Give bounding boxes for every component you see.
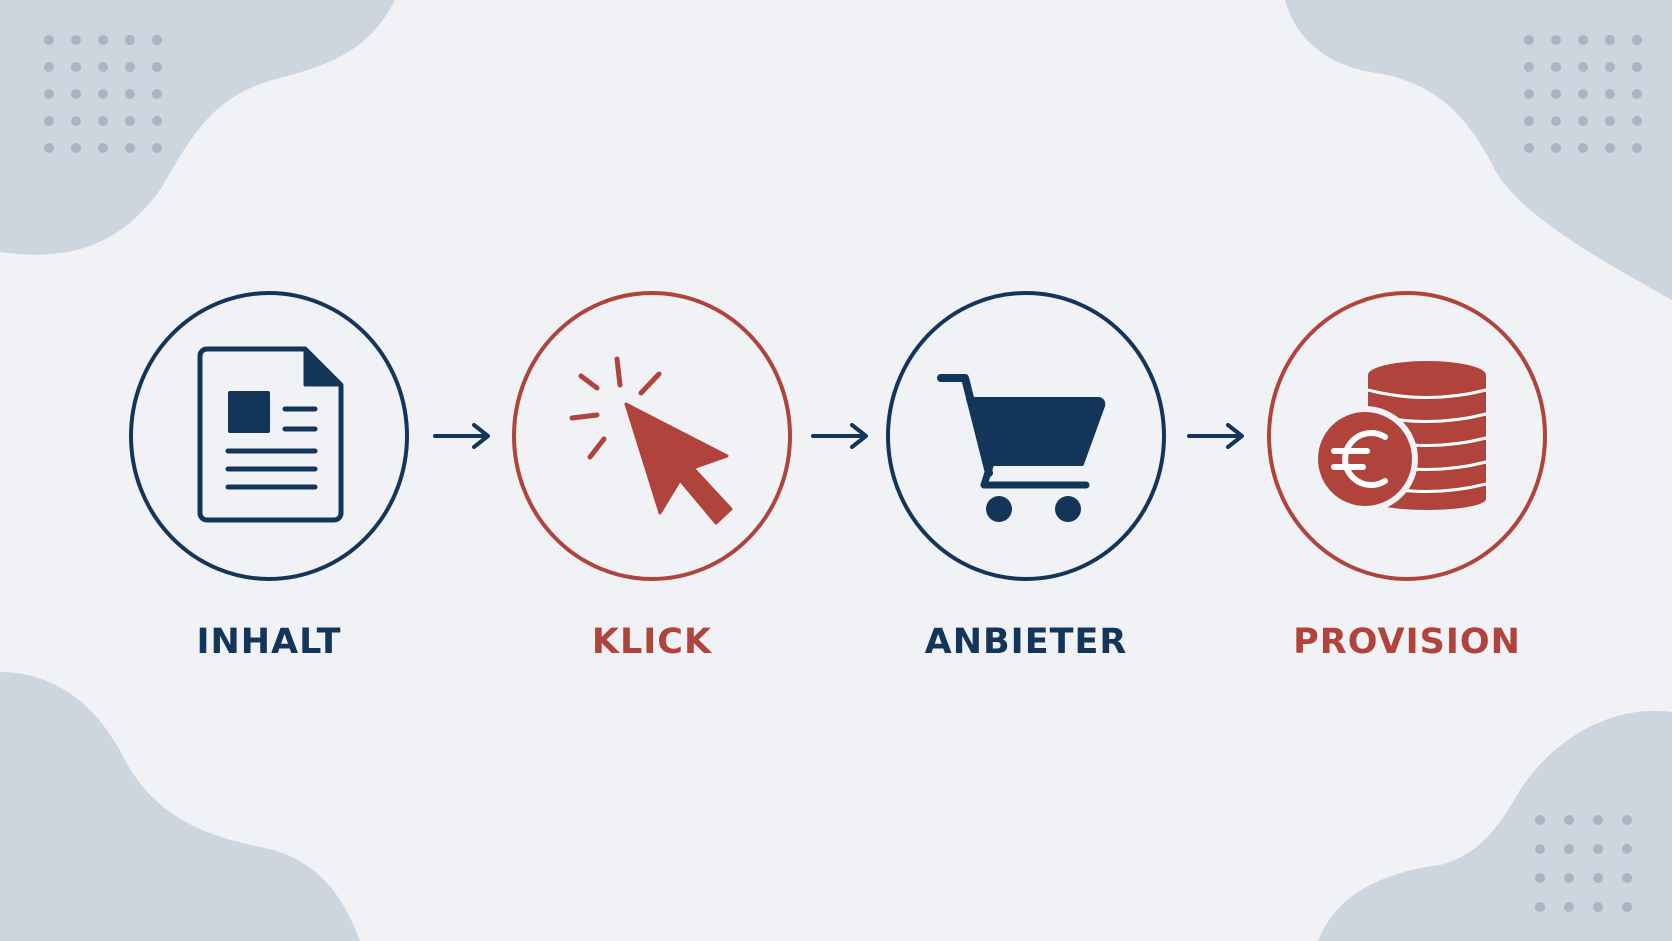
step-ring <box>512 291 792 581</box>
dot-grid-top-right <box>1524 35 1642 153</box>
decorative-dot <box>152 62 162 72</box>
decorative-dot <box>1605 62 1615 72</box>
decorative-dot <box>1578 62 1588 72</box>
decorative-dot <box>1551 116 1561 126</box>
step-label-provision: PROVISION <box>1293 622 1521 662</box>
step-anbieter: ANBIETER <box>876 289 1176 689</box>
decorative-dot <box>152 116 162 126</box>
decorative-dot <box>1622 815 1632 825</box>
decorative-dot <box>1605 143 1615 153</box>
decorative-dot <box>1578 143 1588 153</box>
decorative-dot <box>1622 873 1632 883</box>
decorative-dot <box>1551 35 1561 45</box>
bottom-right-blob <box>1318 710 1672 941</box>
decorative-dot <box>1593 815 1603 825</box>
decorative-dot <box>1564 902 1574 912</box>
step-ring <box>1267 291 1547 581</box>
decorative-dot <box>71 35 81 45</box>
decorative-dot <box>1564 844 1574 854</box>
decorative-dot <box>125 62 135 72</box>
decorative-dot <box>1535 815 1545 825</box>
decorative-dot <box>152 143 162 153</box>
decorative-dot <box>152 35 162 45</box>
decorative-dot <box>71 62 81 72</box>
decorative-dot <box>98 62 108 72</box>
decorative-dot <box>1622 844 1632 854</box>
step-ring <box>129 291 409 581</box>
decorative-dot <box>1632 35 1642 45</box>
document-icon <box>197 346 344 523</box>
decorative-dot <box>152 89 162 99</box>
pointer-arrow-icon <box>624 402 733 525</box>
decorative-dot <box>1524 62 1534 72</box>
step-label-klick: KLICK <box>591 622 713 662</box>
cursor-click-icon <box>569 356 733 525</box>
decorative-dot <box>1551 62 1561 72</box>
dot-grid-bottom-right <box>1535 815 1632 912</box>
decorative-dot <box>44 116 54 126</box>
decorative-dot <box>1578 35 1588 45</box>
decorative-dot <box>71 89 81 99</box>
decorative-dot <box>98 143 108 153</box>
decorative-dot <box>98 116 108 126</box>
decorative-dot <box>44 143 54 153</box>
bottom-left-blob <box>0 672 360 941</box>
decorative-dot <box>1535 844 1545 854</box>
decorative-dot <box>1632 62 1642 72</box>
decorative-dot <box>125 143 135 153</box>
decorative-dot <box>1524 116 1534 126</box>
top-left-blob <box>0 0 395 255</box>
step-label-anbieter: ANBIETER <box>924 622 1128 662</box>
decorative-dot <box>1632 143 1642 153</box>
decorative-dot <box>1593 873 1603 883</box>
decorative-dot <box>1524 35 1534 45</box>
click-burst-icon <box>569 356 662 460</box>
euro-coins-icon <box>1312 361 1487 512</box>
decorative-dot <box>1605 35 1615 45</box>
step-klick: KLICK <box>502 289 802 689</box>
decorative-dot <box>1578 89 1588 99</box>
decorative-dot <box>1551 143 1561 153</box>
arrow-right-icon <box>1187 423 1244 449</box>
decorative-dot <box>1632 116 1642 126</box>
decorative-dot <box>1593 844 1603 854</box>
euro-sign-icon <box>1331 430 1388 488</box>
decorative-dot <box>1605 89 1615 99</box>
step-ring <box>886 291 1166 581</box>
decorative-dot <box>1564 815 1574 825</box>
step-label-inhalt: INHALT <box>196 622 342 662</box>
decorative-dot <box>1578 116 1588 126</box>
decorative-dot <box>98 35 108 45</box>
decorative-dot <box>125 35 135 45</box>
decorative-dot <box>125 89 135 99</box>
decorative-dot <box>71 143 81 153</box>
decorative-dot <box>1551 89 1561 99</box>
shopping-cart-icon <box>937 374 1106 522</box>
decorative-dot <box>1605 116 1615 126</box>
arrow-right-icon <box>433 423 490 449</box>
decorative-dot <box>125 116 135 126</box>
decorative-dot <box>1535 902 1545 912</box>
decorative-dot <box>1535 873 1545 883</box>
decorative-dot <box>1622 902 1632 912</box>
decorative-dot <box>44 62 54 72</box>
step-inhalt: INHALT <box>119 289 419 689</box>
step-provision: PROVISION <box>1257 289 1557 689</box>
decorative-dot <box>1524 143 1534 153</box>
decorative-dot <box>71 116 81 126</box>
top-right-blob <box>1285 0 1672 300</box>
decorative-dot <box>98 89 108 99</box>
dot-grid-top-left <box>44 35 162 153</box>
decorative-dot <box>1564 873 1574 883</box>
decorative-dot <box>1593 902 1603 912</box>
decorative-dot <box>1632 89 1642 99</box>
decorative-dot <box>1524 89 1534 99</box>
decorative-dot <box>44 89 54 99</box>
decorative-dot <box>44 35 54 45</box>
arrow-right-icon <box>811 423 868 449</box>
